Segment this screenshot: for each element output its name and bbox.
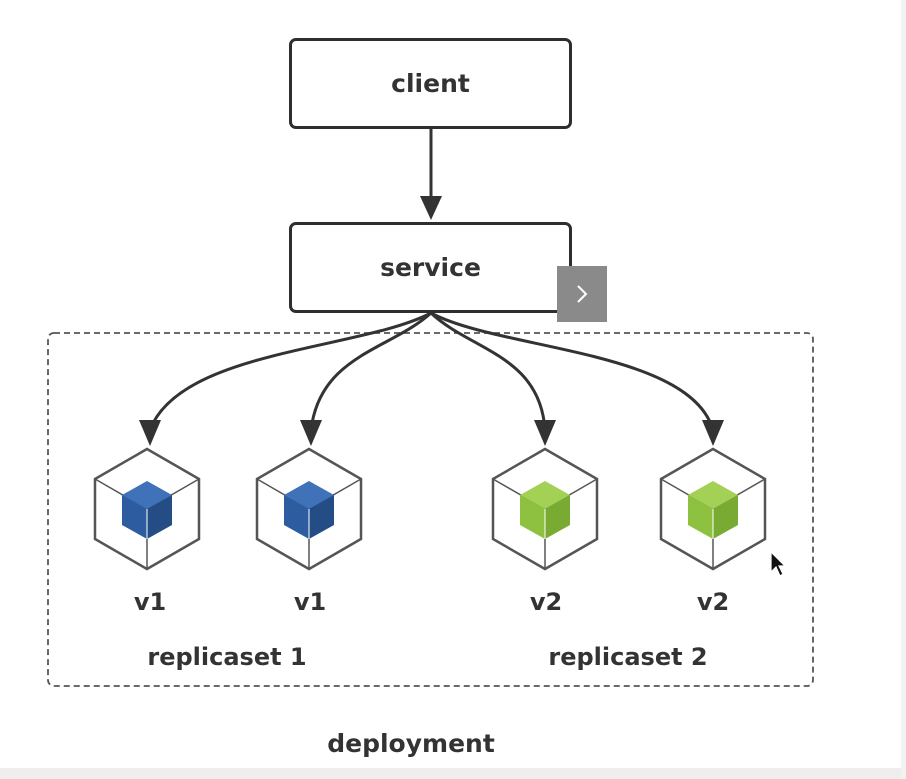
pod-icon-4	[659, 447, 767, 571]
edge-service-pod-4	[430, 311, 715, 431]
pod-version-label: v2	[696, 588, 730, 616]
pod-version-label: v1	[133, 588, 167, 616]
chevron-right-icon	[577, 285, 588, 303]
client-node: client	[289, 38, 572, 129]
right-edge	[901, 0, 906, 779]
pod-version-label: v2	[529, 588, 563, 616]
service-node: service	[289, 222, 572, 313]
deployment-label: deployment	[327, 729, 495, 758]
mouse-pointer-icon	[770, 550, 787, 577]
arrowhead-pod-1	[139, 420, 161, 446]
arrowhead-pod-3	[534, 420, 556, 446]
edge-service-pod-1	[148, 311, 432, 431]
arrowhead-pod-2	[300, 420, 322, 446]
client-label: client	[391, 69, 470, 98]
edge-service-pod-3	[429, 311, 547, 431]
pod-icon-1	[93, 447, 201, 571]
replicaset-2-label: replicaset 2	[548, 643, 708, 671]
pod-version-label: v1	[293, 588, 327, 616]
service-label: service	[380, 253, 481, 282]
replicaset-1-label: replicaset 1	[147, 643, 307, 671]
deployment-boundary	[47, 332, 814, 687]
arrowhead-pod-4	[702, 420, 724, 446]
arrowhead-service	[420, 196, 442, 220]
next-slide-button[interactable]	[557, 266, 607, 322]
pod-icon-2	[255, 447, 363, 571]
edge-service-pod-2	[309, 311, 433, 431]
bottom-edge	[0, 768, 906, 779]
pod-icon-3	[491, 447, 599, 571]
